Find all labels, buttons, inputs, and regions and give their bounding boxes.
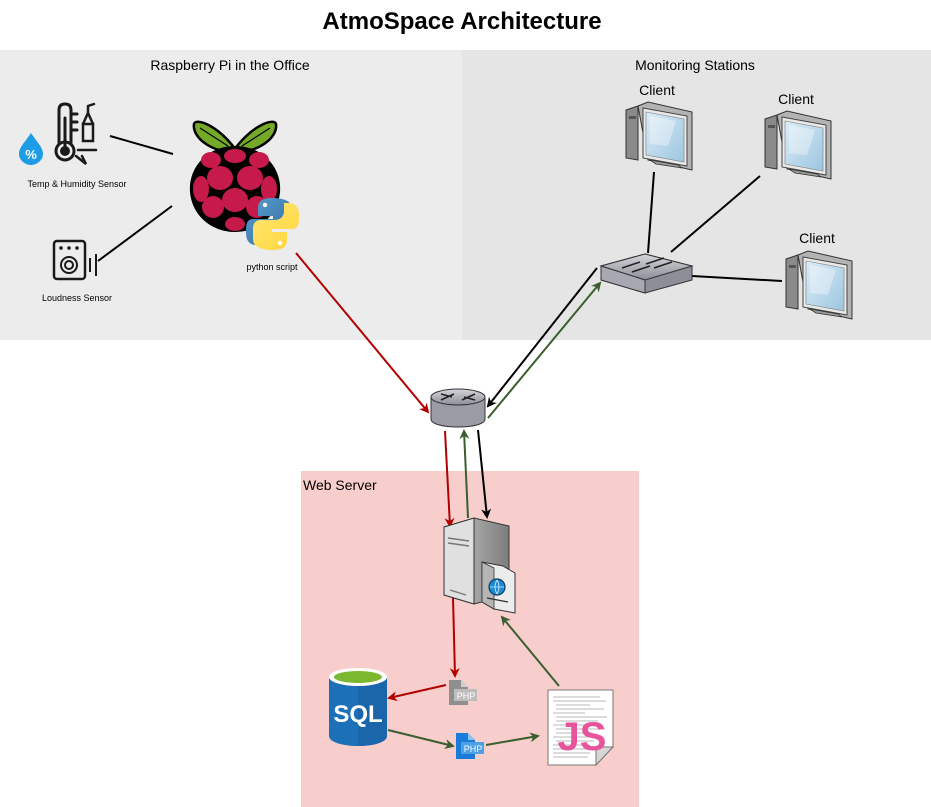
arrow-python-to-router bbox=[295, 252, 430, 414]
link-loudness-sensor-pi bbox=[97, 205, 173, 262]
sql-database-icon: SQL bbox=[329, 668, 387, 746]
php-file-icon: PHP bbox=[449, 680, 477, 705]
php-write-label: PHP bbox=[457, 691, 476, 701]
network-switch-icon bbox=[599, 253, 694, 294]
js-label: JS bbox=[558, 715, 607, 759]
php-file-icon: PHP bbox=[456, 733, 484, 759]
web-server-icon bbox=[443, 517, 516, 614]
arrow-switch-to-router bbox=[486, 267, 598, 408]
office-group-label: Raspberry Pi in the Office bbox=[150, 57, 309, 73]
link-client1-switch bbox=[647, 171, 655, 254]
javascript-file-icon: JS bbox=[547, 689, 615, 767]
router-icon bbox=[430, 388, 486, 428]
sql-label: SQL bbox=[333, 701, 382, 728]
link-temp-sensor-pi bbox=[109, 135, 174, 155]
client-3-label: Client bbox=[799, 230, 835, 246]
link-client2-switch bbox=[670, 175, 761, 253]
arrow-router-to-server-black bbox=[477, 429, 492, 519]
arrow-sql-to-php-read bbox=[387, 729, 455, 749]
webserver-group-label: Web Server bbox=[303, 477, 377, 493]
client-2-label: Client bbox=[778, 91, 814, 107]
thermometer-humidity-icon: % bbox=[19, 102, 98, 165]
raspberry-pi-icon bbox=[189, 120, 281, 232]
arrow-php-read-to-js bbox=[485, 732, 540, 746]
python-icon bbox=[246, 198, 299, 250]
loudness-sensor-label: Loudness Sensor bbox=[42, 293, 112, 303]
desktop-computer-icon bbox=[764, 110, 832, 180]
desktop-computer-icon bbox=[625, 101, 693, 171]
monitoring-group bbox=[462, 50, 931, 340]
arrow-php-write-to-sql bbox=[387, 684, 447, 702]
python-script-label: python script bbox=[246, 262, 298, 272]
connections bbox=[97, 135, 783, 282]
arrow-js-to-server bbox=[500, 615, 560, 687]
link-client3-switch bbox=[691, 275, 783, 282]
temp-humidity-sensor-label: Temp & Humidity Sensor bbox=[27, 179, 126, 189]
arrow-server-to-php-write bbox=[449, 596, 460, 678]
php-read-label: PHP bbox=[464, 744, 483, 754]
client-1-label: Client bbox=[639, 82, 675, 98]
monitoring-group-label: Monitoring Stations bbox=[635, 57, 755, 73]
svg-text:%: % bbox=[25, 147, 37, 162]
arrow-server-to-router bbox=[459, 429, 470, 519]
desktop-computer-icon bbox=[785, 250, 853, 320]
speaker-sensor-icon bbox=[52, 239, 97, 281]
data-flow-arrows bbox=[295, 252, 602, 749]
arrow-router-to-server-red bbox=[444, 430, 455, 528]
diagram-title: AtmoSpace Architecture bbox=[322, 8, 601, 35]
arrow-router-to-switch bbox=[487, 281, 602, 419]
